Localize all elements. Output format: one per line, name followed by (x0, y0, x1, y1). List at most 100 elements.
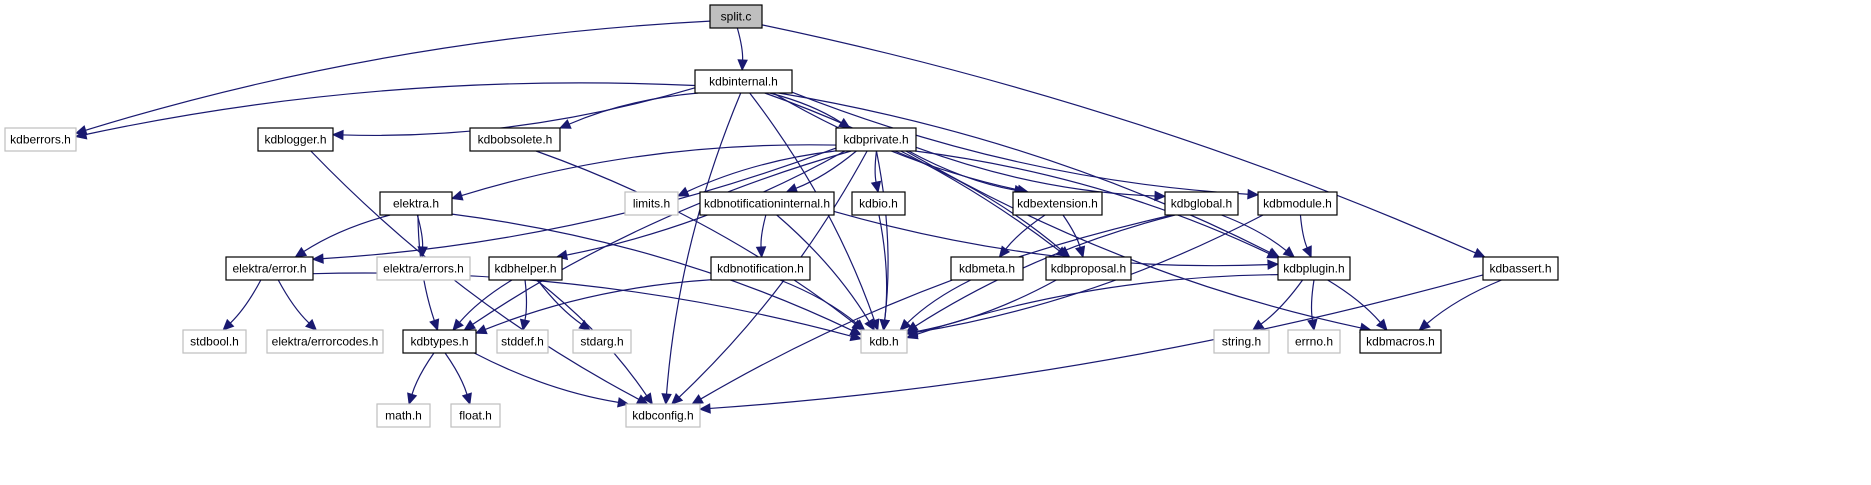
node-kdbmeta-h[interactable]: kdbmeta.h (950, 256, 1024, 281)
arrowhead-icon (1302, 245, 1312, 259)
node-kdbassert-h[interactable]: kdbassert.h (1482, 256, 1559, 281)
arrowhead-icon (1251, 319, 1265, 331)
edge-line (1260, 279, 1304, 325)
edge-line (916, 214, 1264, 333)
edge-kdbprivate_h-to-kdbglobal_h (915, 146, 1167, 202)
edge-line (444, 352, 468, 395)
node-label: math.h (385, 409, 422, 423)
node-kdbinternal-h[interactable]: kdbinternal.h (694, 69, 793, 94)
node-box (450, 403, 501, 428)
node-kdbtypes-h[interactable]: kdbtypes.h (402, 329, 477, 354)
arrowhead-icon (1058, 246, 1071, 258)
nodes-layer: split.c kdbinternal.h kdberrors.h kdblogger… (4, 4, 1559, 428)
arrowhead-icon (849, 330, 863, 342)
node-kdbplugin-h[interactable]: kdbplugin.h (1277, 256, 1351, 281)
node-kdbmacros-h[interactable]: kdbmacros.h (1359, 329, 1442, 354)
node-elektra-errors-h: elektra/errors.h (376, 256, 471, 281)
arrowhead-icon (1472, 247, 1486, 258)
edge-kdbinternal_h-to-kdbmodule_h (791, 91, 1260, 200)
arrowhead-icon (1267, 259, 1280, 270)
edge-line (764, 92, 1060, 252)
node-box (1257, 191, 1338, 216)
node-kdbnotificationinternal-h[interactable]: kdbnotificationinternal.h (699, 191, 835, 216)
node-elektra-error-h[interactable]: elektra/error.h (225, 256, 314, 281)
node-stdarg-h: stdarg.h (572, 329, 632, 354)
arrowhead-icon (1282, 246, 1296, 258)
node-label: kdbprivate.h (843, 133, 908, 147)
node-label: kdbinternal.h (709, 75, 778, 89)
node-label: kdbmeta.h (959, 262, 1015, 276)
node-box (694, 69, 793, 94)
node-kdblogger-h[interactable]: kdblogger.h (257, 127, 334, 152)
arrowhead-icon (755, 246, 767, 259)
edge-kdbtypes_h-to-math_h (407, 352, 435, 406)
edge-line (915, 214, 1176, 327)
node-kdbhelper-h[interactable]: kdbhelper.h (488, 256, 563, 281)
edge-kdbobsolete_h-to-kdb_h (535, 150, 864, 331)
edge-kdbplugin_h-to-string_h (1251, 279, 1304, 331)
node-kdbio-h[interactable]: kdbio.h (851, 191, 906, 216)
node-math-h: math.h (376, 403, 431, 428)
edge-kdbprivate_h-to-kdbio_h (870, 150, 882, 194)
node-box (1287, 329, 1341, 354)
node-label: elektra.h (393, 197, 439, 211)
node-elektra-h[interactable]: elektra.h (379, 191, 453, 216)
node-label: limits.h (633, 197, 670, 211)
edge-elektra_h-to-elektra_error_h (294, 214, 391, 258)
arrowhead-icon (899, 318, 912, 331)
node-kdbmodule-h[interactable]: kdbmodule.h (1257, 191, 1338, 216)
edge-line (665, 92, 742, 395)
arrowhead-icon (1247, 188, 1260, 200)
edge-kdbinternal_h-to-kdbconfig_h (661, 92, 742, 406)
edge-kdbtypes_h-to-float_h (444, 352, 472, 406)
node-kdbextension-h[interactable]: kdbextension.h (1012, 191, 1103, 216)
node-box (1277, 256, 1351, 281)
node-label: kdbextension.h (1017, 197, 1098, 211)
node-label: kdberrors.h (10, 133, 71, 147)
edge-kdbmeta_h-to-kdb_h (899, 279, 972, 331)
node-box (1164, 191, 1239, 216)
edge-kdbprivate_h-to-kdbnotificationinternal_h (785, 150, 857, 194)
arrowhead-icon (461, 392, 472, 406)
node-kdbnotification-h[interactable]: kdbnotification.h (710, 256, 811, 281)
edge-line (709, 274, 1484, 410)
node-float-h: float.h (450, 403, 501, 428)
node-box (625, 403, 701, 428)
arrowhead-icon (463, 319, 477, 331)
node-label: stddef.h (501, 335, 544, 349)
arrowhead-icon (578, 319, 591, 331)
node-kdbglobal-h[interactable]: kdbglobal.h (1164, 191, 1239, 216)
edge-kdbglobal_h-to-kdbplugin_h (1221, 214, 1296, 258)
arrowhead-icon (879, 318, 891, 332)
node-label: kdbhelper.h (494, 262, 556, 276)
edge-kdbplugin_h-to-errno_h (1307, 279, 1318, 332)
edge-kdbnotification_h-to-kdb_h (779, 279, 866, 331)
arrowhead-icon (429, 318, 440, 332)
node-box (402, 329, 477, 354)
edge-line (1310, 279, 1315, 321)
node-label: float.h (459, 409, 492, 423)
edge-kdbplugin_h-to-kdbmacros_h (1327, 279, 1388, 331)
edge-line (686, 150, 837, 193)
node-label: kdbnotificationinternal.h (704, 197, 830, 211)
node-box (1045, 256, 1132, 281)
node-box (709, 4, 763, 29)
edge-line (772, 92, 1019, 191)
edge-line (1426, 279, 1502, 324)
node-kdbconfig-h: kdbconfig.h (625, 403, 701, 428)
arrowhead-icon (698, 403, 711, 414)
node-kdbobsolete-h[interactable]: kdbobsolete.h (469, 127, 561, 152)
node-elektra-errorcodes-h: elektra/errorcodes.h (266, 329, 384, 354)
edge-kdbextension_h-to-kdbmeta_h (998, 214, 1046, 258)
edge-kdbinternal_h-to-kdbobsolete_h (558, 92, 699, 129)
node-box (379, 191, 453, 216)
arrowhead-icon (691, 394, 704, 405)
edge-kdbhelper_h-to-stdarg_h (537, 279, 591, 331)
node-box (469, 127, 561, 152)
node-box (860, 329, 908, 354)
node-split-c[interactable]: split.c (709, 4, 763, 29)
node-kdbproposal-h[interactable]: kdbproposal.h (1045, 256, 1132, 281)
arrowhead-icon (1154, 190, 1167, 202)
edge-kdbprivate_h-to-limits_h (676, 150, 837, 197)
node-kdbprivate-h[interactable]: kdbprivate.h (835, 127, 917, 152)
